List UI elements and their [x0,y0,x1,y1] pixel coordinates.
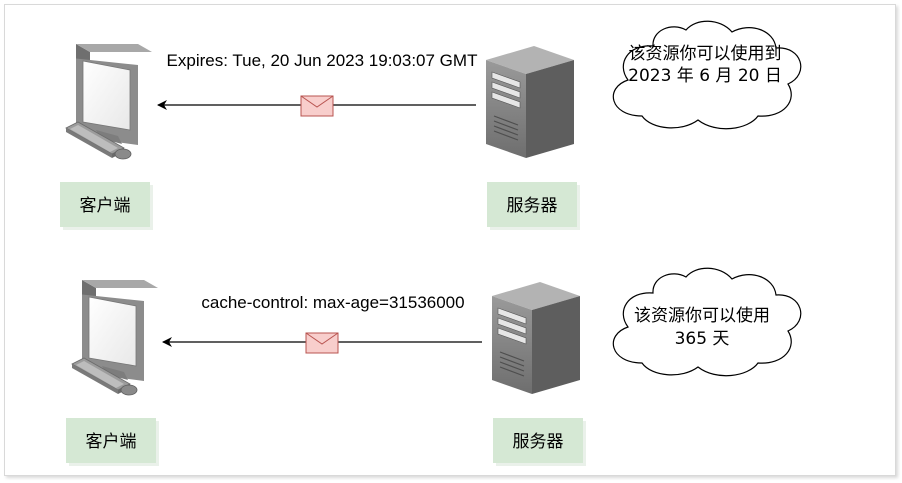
client-computer-icon [71,279,159,396]
expires-header-label: Expires: Tue, 20 Jun 2023 19:03:07 GMT [167,51,478,70]
server-icon [485,45,575,159]
server-label: 服务器 [513,432,564,452]
server-label-box [493,418,583,463]
server-label-box [487,182,577,227]
envelope-icon [305,332,339,354]
client-label-box [66,418,156,463]
scenario-expires: 客户端 Expires: Tue, 20 Jun 2023 19:03:07 G… [60,20,802,230]
cache-control-header-label: cache-control: max-age=31536000 [201,293,464,312]
server-icon [491,281,581,395]
client-label: 客户端 [86,432,137,452]
cloud-line-1: 该资源你可以使用到 [629,43,782,64]
cloud-line-1: 该资源你可以使用 [634,305,770,326]
client-label: 客户端 [80,196,131,216]
scenario-cache-control: 客户端 cache-control: max-age=31536000 服务器 … [66,267,802,466]
cloud-line-2: 2023 年 6 月 20 日 [628,66,782,86]
client-label-box-top [60,182,150,227]
server-label: 服务器 [507,196,558,216]
client-computer-icon [65,43,153,160]
envelope-icon [300,95,334,117]
cloud-line-2: 365 天 [675,329,730,349]
